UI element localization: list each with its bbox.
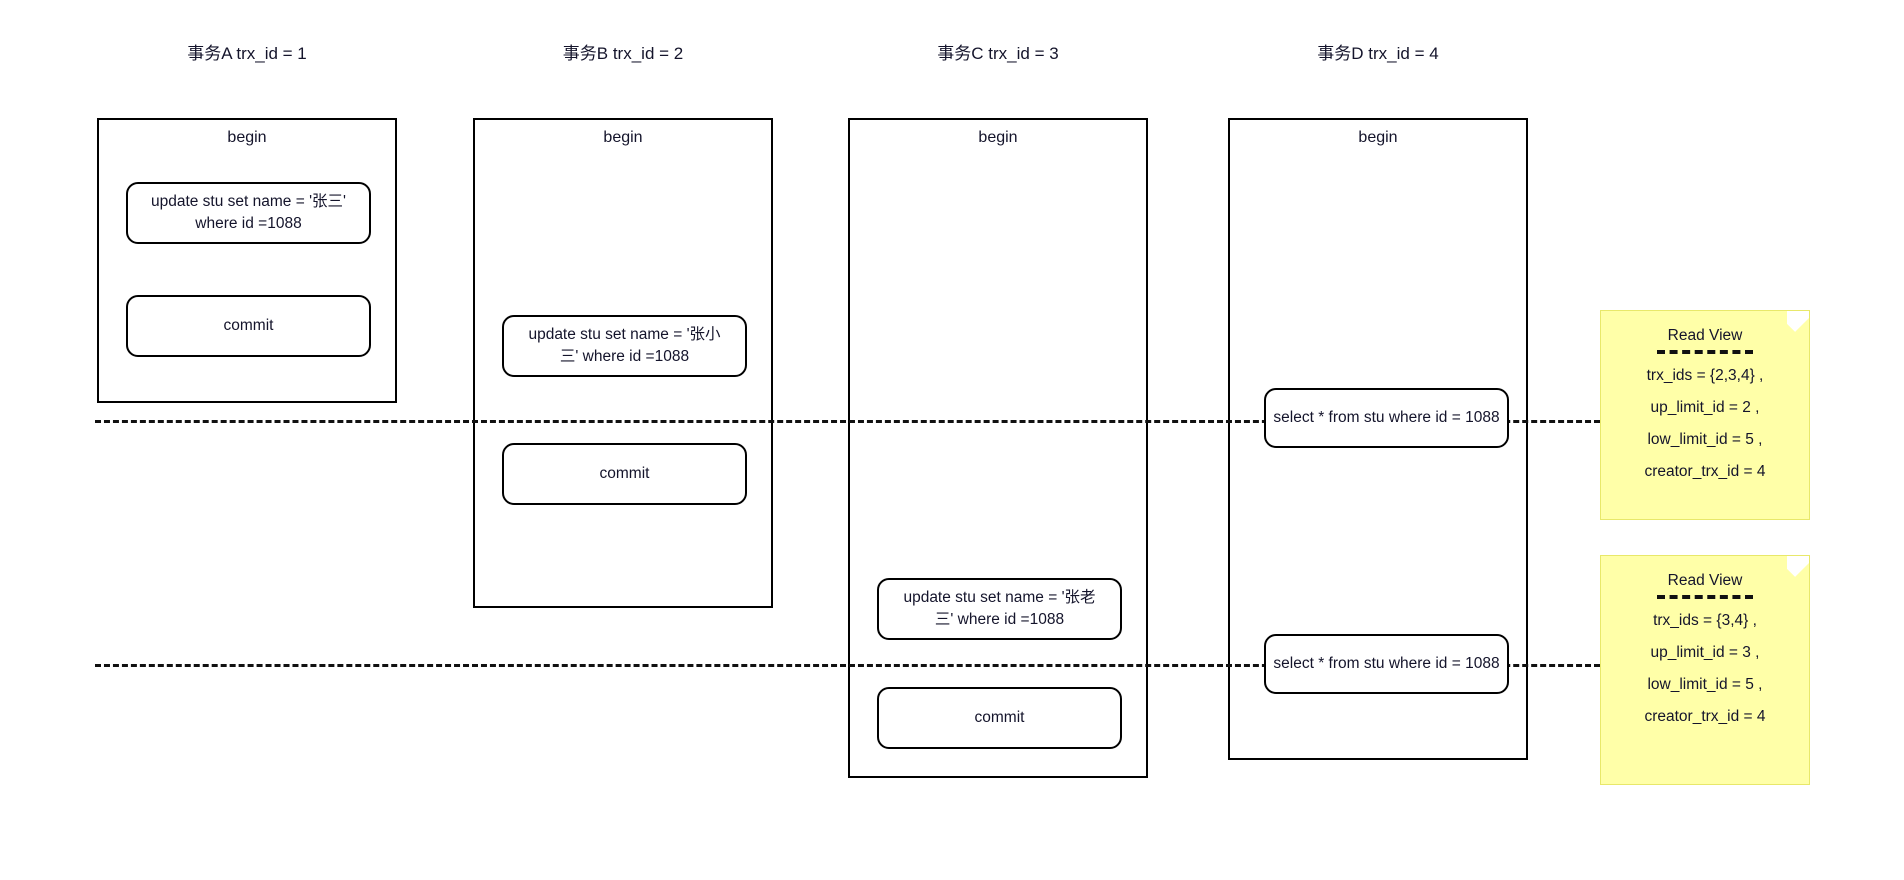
read-view-1-trx-ids: trx_ids = {2,3,4} , — [1646, 367, 1764, 384]
read-view-note-1: Read View trx_ids = {2,3,4} , up_limit_i… — [1600, 310, 1810, 520]
read-view-2-up-limit-id: up_limit_id = 3 , — [1650, 644, 1760, 661]
transaction-box-txn-c: begin — [848, 118, 1148, 778]
begin-label-txn-c: begin — [978, 129, 1018, 146]
statement-b-commit[interactable]: commit — [502, 443, 747, 505]
begin-label-txn-d: begin — [1358, 129, 1398, 146]
read-view-2-low-limit-id: low_limit_id = 5 , — [1647, 676, 1763, 693]
column-title-txn-a: 事务A trx_id = 1 — [187, 44, 307, 63]
read-view-2-trx-ids: trx_ids = {3,4} , — [1653, 612, 1757, 629]
timeline-dashed-line-1 — [95, 420, 1600, 423]
statement-d-select-1[interactable]: select * from stu where id = 1088 — [1264, 388, 1509, 448]
read-view-2-creator-trx-id: creator_trx_id = 4 — [1644, 708, 1766, 725]
statement-a-update[interactable]: update stu set name = '张三' where id =108… — [126, 182, 371, 244]
transaction-box-txn-a: begin — [97, 118, 397, 403]
statement-d-select-2[interactable]: select * from stu where id = 1088 — [1264, 634, 1509, 694]
begin-label-txn-b: begin — [603, 129, 643, 146]
read-view-1-low-limit-id: low_limit_id = 5 , — [1647, 431, 1763, 448]
begin-label-txn-a: begin — [227, 129, 267, 146]
statement-c-update[interactable]: update stu set name = '张老三' where id =10… — [877, 578, 1122, 640]
note-separator — [1657, 350, 1753, 354]
column-title-txn-c: 事务C trx_id = 3 — [937, 44, 1059, 63]
column-title-txn-b: 事务B trx_id = 2 — [562, 44, 684, 63]
note-separator — [1657, 595, 1753, 599]
column-title-txn-d: 事务D trx_id = 4 — [1317, 44, 1439, 63]
timeline-dashed-line-2 — [95, 664, 1600, 667]
statement-c-commit[interactable]: commit — [877, 687, 1122, 749]
statement-a-commit[interactable]: commit — [126, 295, 371, 357]
read-view-note-2: Read View trx_ids = {3,4} , up_limit_id … — [1600, 555, 1810, 785]
read-view-1-creator-trx-id: creator_trx_id = 4 — [1644, 463, 1766, 480]
statement-b-update[interactable]: update stu set name = '张小三' where id =10… — [502, 315, 747, 377]
read-view-title-2: Read View — [1667, 572, 1743, 589]
read-view-1-up-limit-id: up_limit_id = 2 , — [1650, 399, 1760, 416]
read-view-title-1: Read View — [1667, 327, 1743, 344]
